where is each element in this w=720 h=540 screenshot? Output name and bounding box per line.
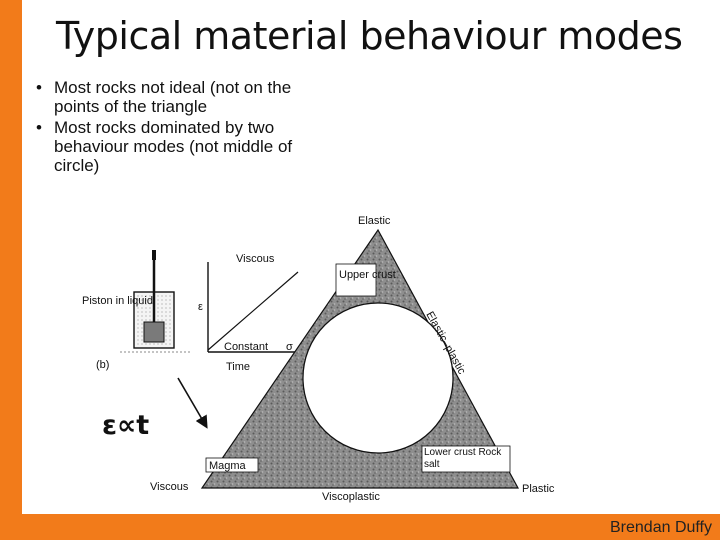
panel-label: (b): [96, 359, 109, 371]
viscoplastic-edge-label: Viscoplastic: [322, 491, 380, 503]
upper-crust-label: Upper crust: [339, 269, 396, 281]
strain-time-graph: [207, 262, 302, 353]
upper-crust-box: [335, 263, 377, 297]
x-axis-label: Time: [226, 361, 250, 373]
viscous-apex-label: Viscous: [150, 481, 189, 493]
strain-line: [207, 271, 299, 351]
pointer-arrow: [177, 377, 208, 429]
magma-box: [205, 457, 259, 473]
bullet-list: Most rocks not ideal (not on the points …: [32, 78, 332, 177]
bullet-item: Most rocks not ideal (not on the points …: [32, 78, 332, 116]
bottom-accent-bar: [0, 514, 720, 540]
mixed-behaviour-circle: [302, 302, 454, 454]
piston-head: [143, 321, 165, 343]
graph-title: Viscous: [236, 253, 275, 265]
sigma-label: σ: [286, 341, 293, 353]
slide-title: Typical material behaviour modes: [56, 14, 683, 58]
proportionality-formula: ε∝t: [102, 410, 150, 441]
piston-sketch: [120, 250, 190, 353]
magma-label: Magma: [209, 460, 247, 472]
author-name: Brendan Duffy: [604, 516, 720, 540]
y-axis-label: ε: [198, 301, 203, 313]
elastic-apex-label: Elastic: [358, 215, 391, 227]
lower-crust-label-wrap: Lower crust Rock salt: [424, 447, 502, 470]
plastic-apex-label: Plastic: [522, 483, 555, 495]
constant-label: Constant: [224, 341, 268, 353]
bullet-item: Most rocks dominated by two behaviour mo…: [32, 118, 332, 175]
left-accent-bar: [0, 0, 22, 540]
piston-label-line1: Piston in liquid: [82, 295, 153, 307]
lower-crust-label: Lower crust Rock salt: [424, 447, 502, 470]
lower-crust-box: [421, 445, 511, 473]
behaviour-diagram: Piston in liquid (b) Viscous ε Constant …: [82, 215, 555, 503]
